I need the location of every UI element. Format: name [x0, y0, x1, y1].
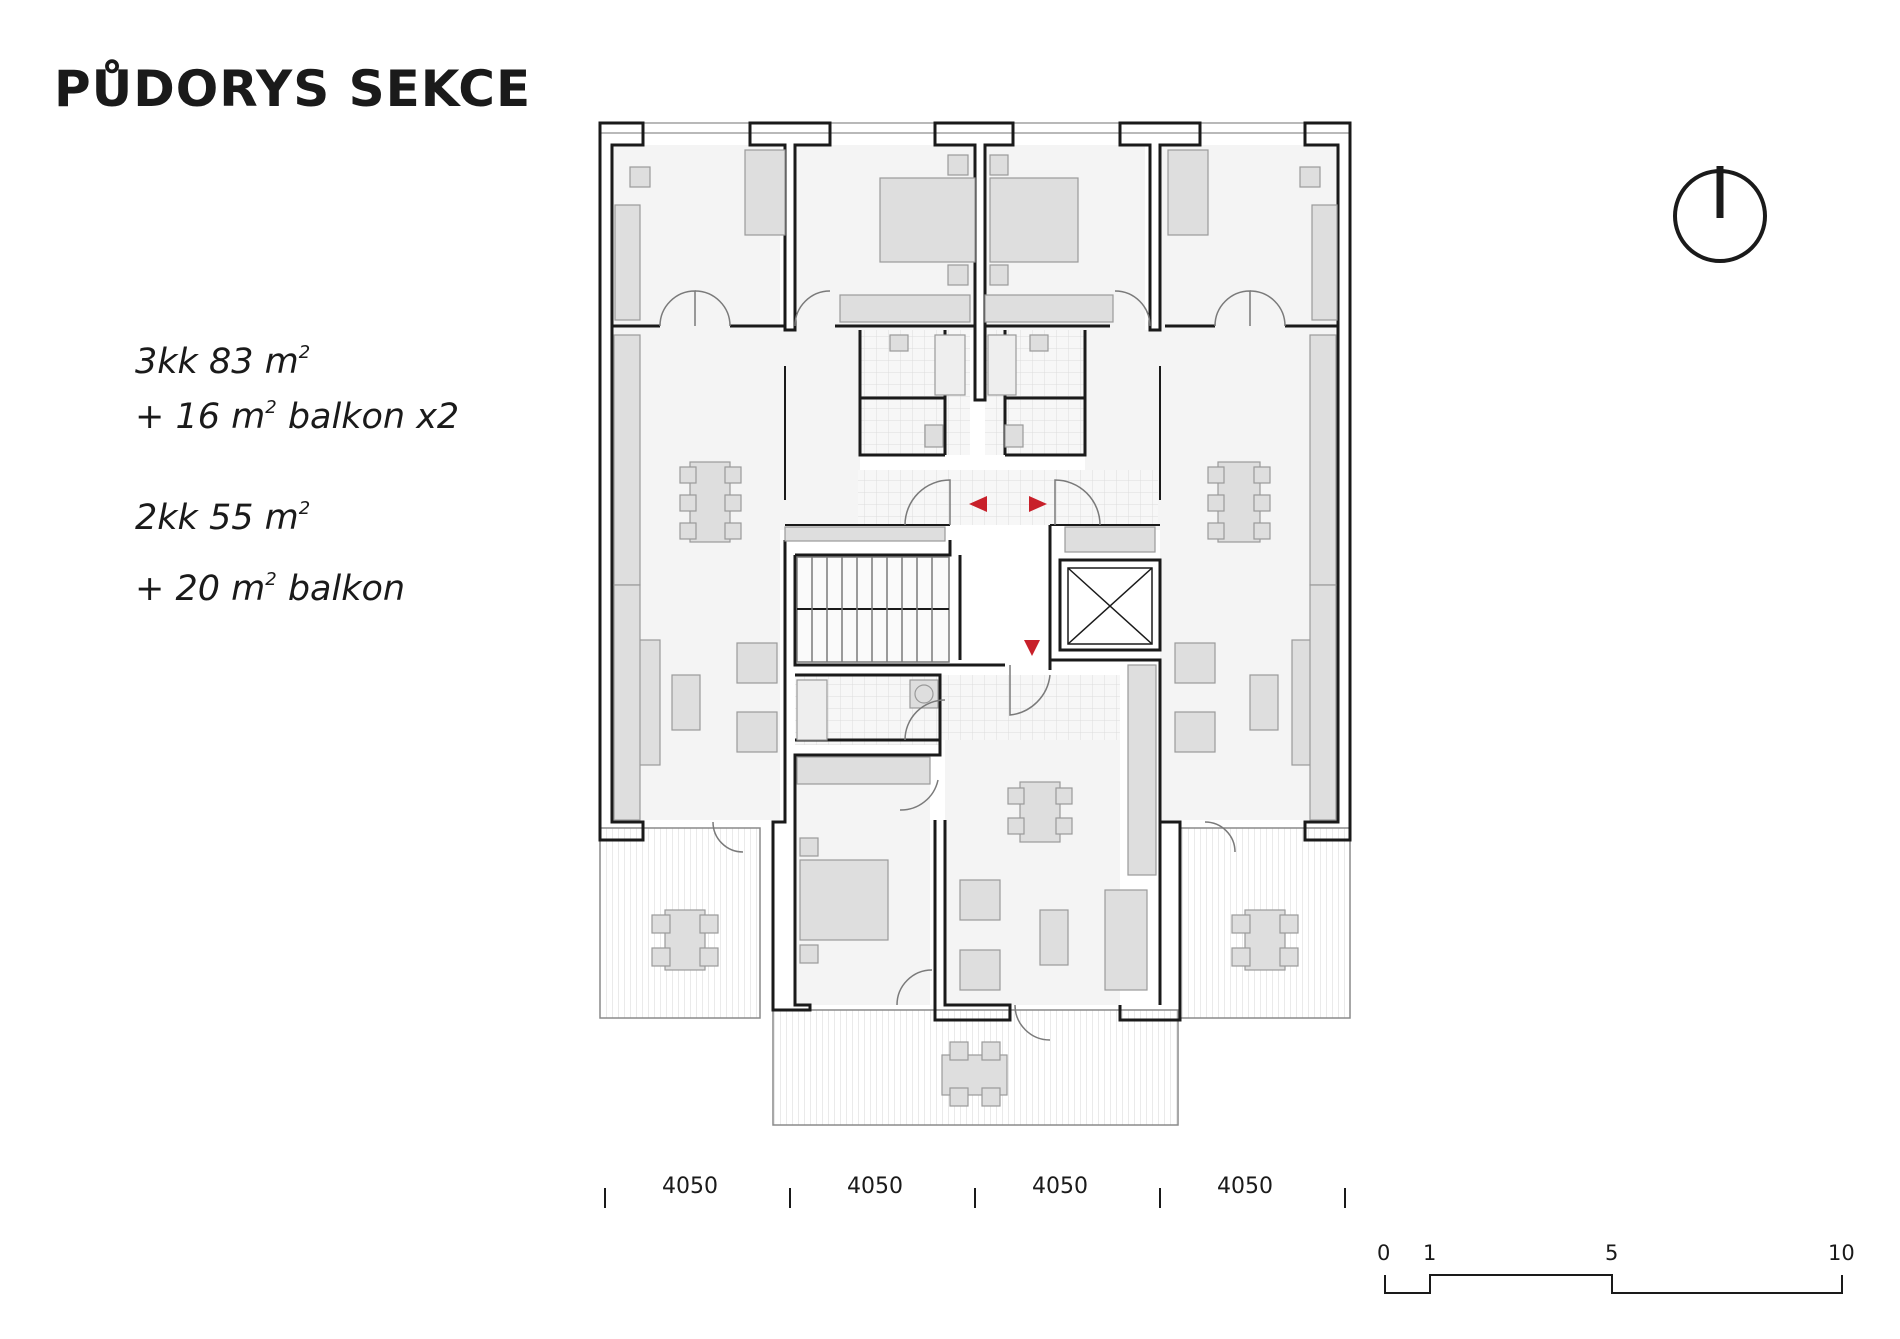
wall-south-bedroom-east: [933, 820, 1012, 1022]
coffee-table-west: [671, 674, 701, 731]
nightstand-nw: [629, 166, 651, 188]
nightstand-left-2: [947, 264, 969, 286]
wardrobe-ne: [1311, 204, 1338, 321]
nightstand-right-1: [989, 154, 1009, 176]
kitchen-east: [1309, 334, 1337, 586]
walls: [598, 121, 1352, 1022]
partitions: [784, 366, 1161, 526]
wall-staircase: [793, 540, 1005, 667]
nightstand-ne: [1299, 166, 1321, 188]
coffee-table-south: [1039, 909, 1069, 966]
armchair-south-1: [959, 879, 1001, 921]
bed-double-left: [879, 177, 976, 263]
wall-core-west: [771, 540, 942, 1012]
toilet-nw: [924, 424, 944, 448]
toilet-ne: [1004, 424, 1024, 448]
bed-single-ne: [1167, 149, 1209, 236]
armchair-west-2: [736, 711, 778, 753]
wardrobe-nw: [614, 204, 641, 321]
armchair-east-2: [1174, 711, 1216, 753]
corridor-bench-west: [784, 526, 946, 542]
wardrobe-right: [984, 294, 1114, 323]
dimension-label-1: 4050: [662, 1174, 718, 1199]
wall-elevator-shaft: [1058, 558, 1162, 652]
wall-west: [598, 121, 645, 842]
room-west-hall: [780, 330, 860, 530]
wall-core-east: [1048, 525, 1162, 1005]
wardrobe-left: [839, 294, 971, 323]
balcony-table-se: [1244, 909, 1286, 971]
wall-nw-segment: [748, 121, 832, 332]
sink-nw: [889, 334, 909, 352]
sofa-south: [1104, 889, 1148, 991]
elevator: [1067, 567, 1153, 645]
bed-single-nw: [744, 149, 786, 236]
wall-n-mid-left: [933, 121, 1015, 402]
arrow-down-icon: [1024, 640, 1040, 656]
unit-3kk-area: 3kk 83 m2: [135, 342, 311, 382]
nightstand-right-2: [989, 264, 1009, 286]
armchair-south-2: [959, 949, 1001, 991]
scale-bar: [1384, 1274, 1843, 1294]
washer-south: [909, 679, 939, 709]
shelf-west: [613, 584, 641, 821]
red-triangle-arrow-icon: [969, 496, 1047, 656]
dining-table-south: [1019, 781, 1061, 843]
unit-2kk-area: 2kk 55 m2: [135, 498, 311, 538]
unit-3kk-balcony: + 16 m2 balkon x2: [135, 397, 460, 437]
furniture: [613, 149, 1338, 1107]
nightstand-left-1: [947, 154, 969, 176]
wardrobe-south: [796, 756, 931, 785]
wall-bath-south: [795, 673, 942, 742]
balcony-table-sw: [664, 909, 706, 971]
bed-double-south: [799, 859, 889, 941]
north-arrow-icon: [1673, 166, 1767, 263]
scale-label-0: 0: [1377, 1241, 1391, 1265]
dining-table-west: [689, 461, 731, 543]
arrow-right-icon: [1029, 496, 1047, 512]
dimension-label-2: 4050: [847, 1174, 903, 1199]
dimension-label-3: 4050: [1032, 1174, 1088, 1199]
shower-nw: [934, 334, 966, 396]
unit-2kk-balcony: + 20 m2 balkon: [135, 569, 406, 609]
arrow-left-icon: [969, 496, 987, 512]
wall-south-living-east: [1118, 820, 1182, 1022]
scale-label-10: 10: [1828, 1241, 1855, 1265]
dimension-ticks: [604, 1188, 1346, 1208]
shower-ne: [987, 334, 1017, 396]
sink-ne: [1029, 334, 1049, 352]
armchair-west-1: [736, 642, 778, 684]
corridor-bench-east: [1064, 526, 1156, 553]
coffee-table-east: [1249, 674, 1279, 731]
scale-label-5: 5: [1605, 1241, 1619, 1265]
kitchen-west: [613, 334, 641, 586]
shelf-east: [1309, 584, 1337, 821]
dimension-label-4: 4050: [1217, 1174, 1273, 1199]
page-title: PŮDORYS SEKCE: [54, 60, 532, 118]
bed-double-right: [989, 177, 1079, 263]
wall-n-mid-right: [1118, 121, 1202, 332]
unit-summary: 3kk 83 m2 + 16 m2 balkon x2 2kk 55 m2 + …: [135, 330, 459, 612]
armchair-east-1: [1174, 642, 1216, 684]
wall-east: [1303, 121, 1352, 842]
staircase: [796, 556, 950, 663]
corridor-tiles: [858, 470, 1158, 525]
scale-label-1: 1: [1423, 1241, 1437, 1265]
doors: [659, 290, 1286, 1041]
kitchen-south: [1127, 664, 1157, 876]
shower-south: [796, 679, 828, 741]
